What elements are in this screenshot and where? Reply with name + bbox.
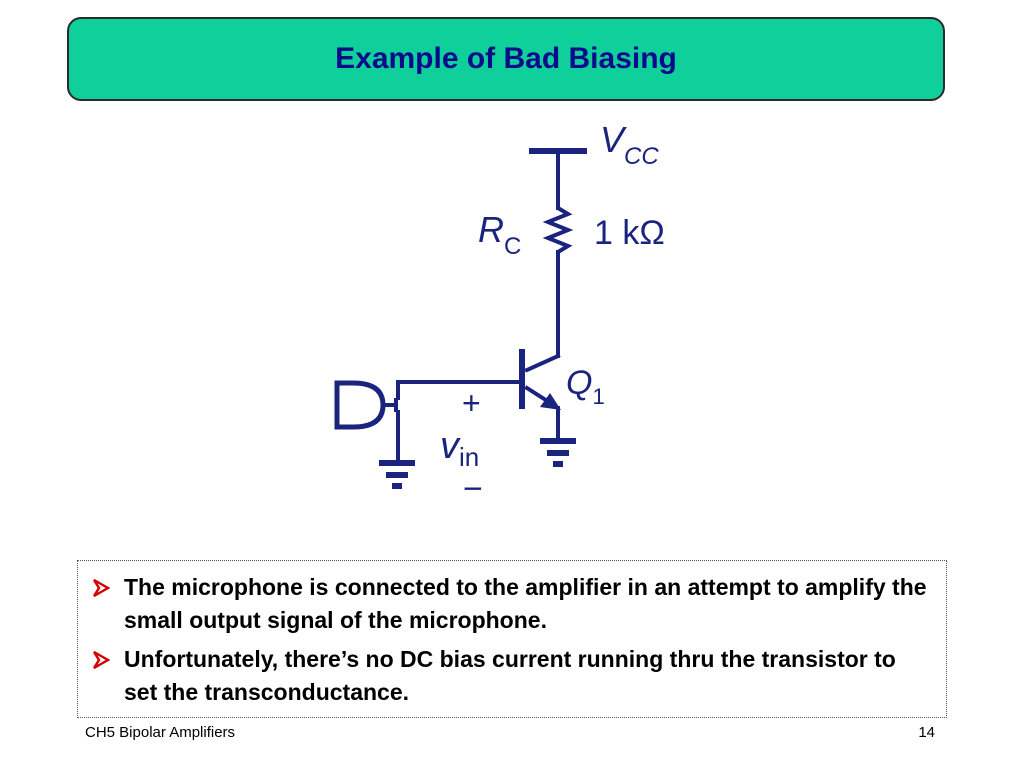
ground-icon	[540, 438, 576, 467]
minus-sign: −	[463, 470, 483, 508]
q1-label: Q1	[566, 364, 605, 409]
bullet-box: The microphone is connected to the ampli…	[77, 560, 947, 718]
title-banner: Example of Bad Biasing	[67, 17, 945, 101]
resistor-icon	[542, 206, 574, 254]
slide-title: Example of Bad Biasing	[335, 42, 677, 75]
rc-label: RC	[478, 209, 521, 260]
footer-course-title: CH5 Bipolar Amplifiers	[85, 724, 236, 741]
footer-page-number: 14	[918, 724, 935, 741]
arrow-bullet-icon	[92, 571, 124, 604]
bullet-text: The microphone is connected to the ampli…	[124, 574, 927, 633]
bullet-item: The microphone is connected to the ampli…	[92, 571, 930, 637]
vin-label: vin	[440, 425, 479, 472]
vcc-label: VCC	[600, 119, 659, 170]
rc-value: 1 kΩ	[594, 214, 665, 252]
emitter-arrow-icon	[540, 393, 561, 410]
ground-icon	[379, 460, 415, 489]
microphone-icon	[334, 380, 398, 430]
arrow-bullet-icon	[92, 643, 124, 676]
bullet-text: Unfortunately, there’s no DC bias curren…	[124, 646, 896, 705]
circuit-diagram: VCC RC 1 kΩ Q1 + vin −	[334, 119, 665, 508]
base-wire	[396, 380, 524, 400]
collector-lead	[524, 353, 561, 373]
bullet-item: Unfortunately, there’s no DC bias curren…	[92, 643, 930, 709]
plus-sign: +	[462, 385, 481, 421]
